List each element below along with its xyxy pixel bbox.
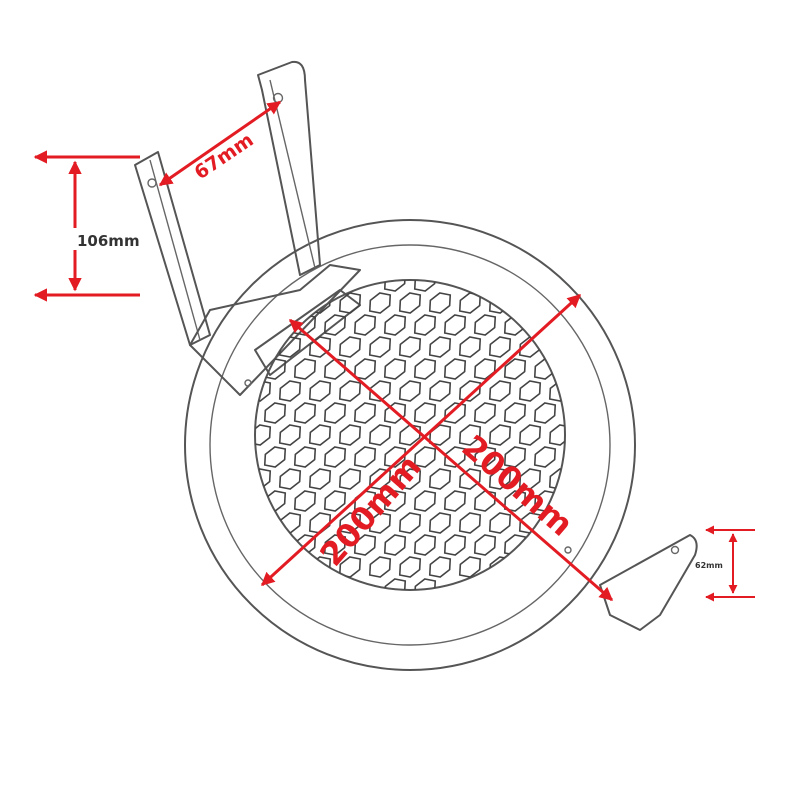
mesh-cell <box>443 314 467 336</box>
mesh-cell <box>428 424 452 446</box>
mesh-cell <box>308 468 332 490</box>
mesh-cell <box>428 512 452 534</box>
dimension-label-106mm: 106mm <box>77 232 140 250</box>
side-tab <box>599 534 698 631</box>
mesh-cell <box>368 424 392 446</box>
mesh-cell <box>428 336 452 358</box>
mesh-cell <box>278 512 302 534</box>
mesh-cell <box>338 336 362 358</box>
mesh-cell <box>278 468 302 490</box>
mesh-cell <box>398 380 422 402</box>
mesh-cell <box>458 292 482 314</box>
mesh-cell <box>338 468 362 490</box>
mesh-cell <box>308 380 332 402</box>
mesh-cell <box>353 314 377 336</box>
mesh-cell <box>548 424 565 446</box>
mesh-cell <box>353 358 377 380</box>
mesh-cell <box>383 358 407 380</box>
mesh-cell <box>533 402 557 424</box>
mesh-cell <box>458 556 482 578</box>
mesh-cell <box>473 314 497 336</box>
mesh-cell <box>353 402 377 424</box>
mesh-cell <box>263 446 287 468</box>
mesh-cell <box>263 402 287 424</box>
mesh-cell <box>458 512 482 534</box>
mesh-cell <box>398 292 422 314</box>
mesh-cell <box>368 336 392 358</box>
mesh-cell <box>488 380 512 402</box>
mesh-cell <box>548 380 565 402</box>
mesh-cell <box>413 358 437 380</box>
mesh-cell <box>383 280 407 292</box>
mesh-cell <box>443 490 467 512</box>
mesh-cell <box>383 534 407 556</box>
dimension-67mm: 67mm <box>158 100 282 187</box>
mesh-cell <box>443 402 467 424</box>
left-bracket <box>134 151 211 346</box>
mesh-border <box>254 279 566 591</box>
mesh-cell <box>338 292 362 314</box>
mesh-cell <box>413 402 437 424</box>
mesh-cell <box>278 336 302 358</box>
mesh-cell <box>398 336 422 358</box>
mesh-cell <box>255 424 272 446</box>
right-bracket <box>257 60 321 276</box>
mesh-cell <box>398 512 422 534</box>
mesh-cell <box>443 534 467 556</box>
mesh-cell <box>323 402 347 424</box>
cross-brace <box>189 264 361 396</box>
mesh-cell <box>443 358 467 380</box>
mesh-cell <box>503 314 527 336</box>
mesh-cell <box>278 380 302 402</box>
mesh-cell <box>293 490 317 512</box>
mesh-cell <box>503 358 527 380</box>
mesh-cell <box>413 534 437 556</box>
mesh-cell <box>413 314 437 336</box>
mesh-cell <box>503 402 527 424</box>
mesh-cell <box>428 380 452 402</box>
dimension-62mm: 62mm <box>695 525 755 602</box>
mesh-cell <box>458 336 482 358</box>
mesh-cell <box>293 446 317 468</box>
mesh-cell <box>428 556 452 578</box>
mesh-cell <box>458 380 482 402</box>
mesh-cell <box>413 490 437 512</box>
mesh-cell <box>308 424 332 446</box>
outer-ring <box>184 219 636 671</box>
mesh-cell <box>293 402 317 424</box>
mesh-cell <box>383 314 407 336</box>
mesh-cell <box>323 446 347 468</box>
mesh-cell <box>533 358 557 380</box>
dimension-106mm: 106mm <box>33 150 140 302</box>
mesh-cell <box>473 358 497 380</box>
mesh-cell <box>413 280 437 292</box>
mesh-cell <box>368 292 392 314</box>
mesh-cell <box>473 534 497 556</box>
mesh-cell <box>368 556 392 578</box>
dimension-label-62mm: 62mm <box>695 561 723 570</box>
mesh-cell <box>428 468 452 490</box>
mesh-cell <box>518 380 542 402</box>
mesh-cell <box>428 292 452 314</box>
mesh-cell <box>533 446 557 468</box>
mesh-cell <box>338 424 362 446</box>
mesh-cell <box>518 336 542 358</box>
mesh-cell <box>353 446 377 468</box>
mesh-cell <box>255 468 272 490</box>
mesh-cell <box>293 358 317 380</box>
mesh-cell <box>278 424 302 446</box>
mesh-cell <box>263 490 287 512</box>
mesh-cell <box>503 534 527 556</box>
mesh-cell <box>518 424 542 446</box>
mesh-cell <box>473 402 497 424</box>
honeycomb-mesh <box>255 280 565 590</box>
mesh-cell <box>398 556 422 578</box>
